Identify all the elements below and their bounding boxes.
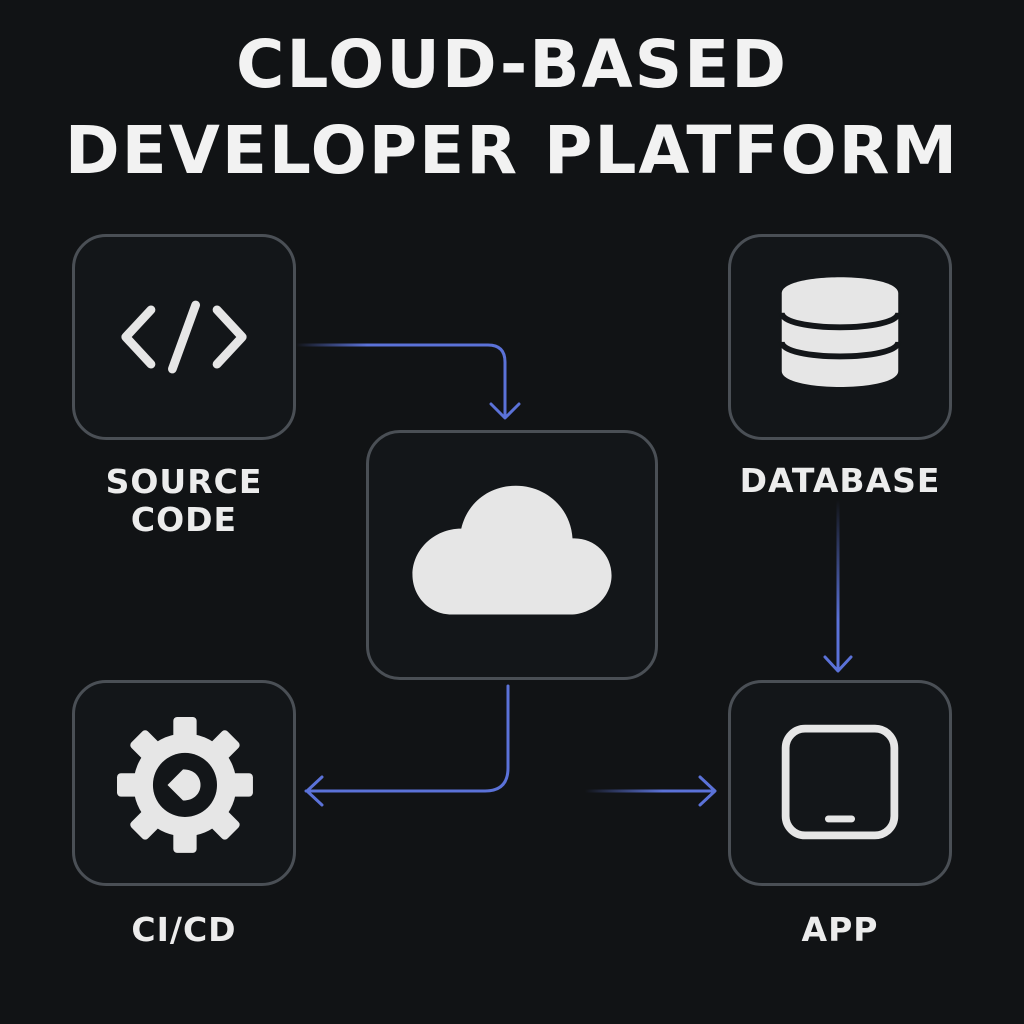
- node-label-ci-cd: CI/CD: [131, 910, 237, 949]
- database-icon: [778, 277, 902, 387]
- connector-cicd-to-app: [583, 775, 717, 807]
- arrowhead-icon: [823, 655, 853, 673]
- arrowhead-icon: [489, 402, 521, 420]
- connector-database-to-app: [823, 498, 853, 673]
- label-line: SOURCE: [105, 462, 263, 501]
- connector-source-to-cloud: [294, 343, 521, 420]
- node-source-code: [72, 234, 296, 440]
- node-ci-cd: [72, 680, 296, 886]
- node-cloud-platform: [366, 430, 658, 680]
- cloud-icon: [412, 485, 612, 615]
- node-label-database: DATABASE: [739, 461, 941, 500]
- arrowhead-icon: [305, 775, 324, 807]
- node-label-app: APP: [801, 910, 879, 949]
- node-database: [728, 234, 952, 440]
- page-title-line-2: DEVELOPER PLATFORM: [64, 112, 960, 189]
- label-line: CODE: [130, 500, 238, 539]
- app-window-icon: [781, 724, 899, 840]
- page-title-line-1: CLOUD-BASED: [235, 26, 789, 103]
- gear-icon: [117, 716, 253, 853]
- connector-cloud-to-cicd: [304, 684, 510, 807]
- node-label-source-code: SOURCE CODE: [72, 463, 296, 539]
- code-brackets-icon: [121, 300, 247, 374]
- node-app: [728, 680, 952, 886]
- arrowhead-icon: [698, 775, 717, 807]
